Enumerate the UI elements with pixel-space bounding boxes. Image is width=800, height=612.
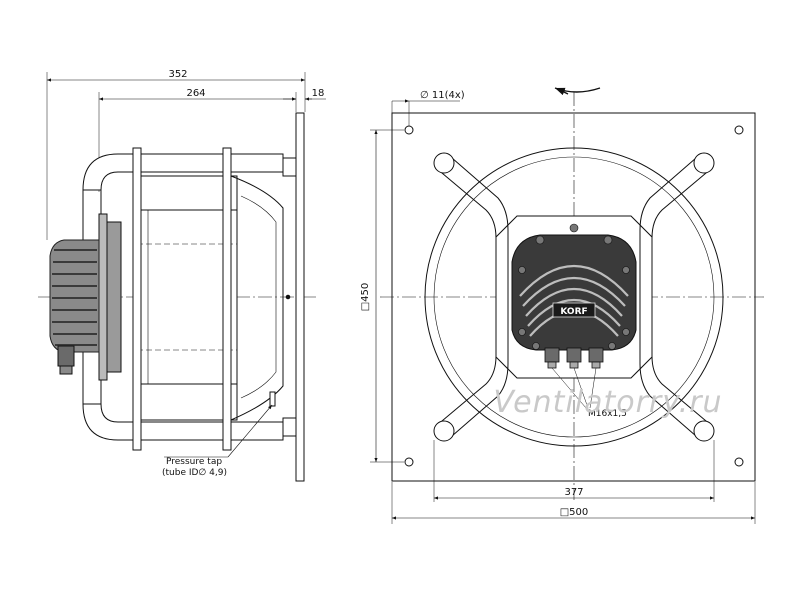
inlet-ring-inner <box>433 156 715 438</box>
front-view <box>370 87 764 524</box>
side-view-labels: 352 264 18 Pressure tap (tube ID∅ 4,9) <box>162 69 324 478</box>
pressure-tap-leader <box>227 404 273 458</box>
side-view <box>38 72 326 482</box>
mounting-plate-front <box>391 112 756 482</box>
cable-gland-spec-label: M16x1,5 <box>588 409 627 419</box>
mounting-plate-side <box>295 112 305 482</box>
support-struts <box>433 152 715 442</box>
pressure-tap-label: Pressure tap <box>166 457 222 467</box>
pressure-tap-nipple <box>269 391 276 407</box>
inlet-ring-outer <box>424 147 724 447</box>
motor-body-side <box>49 239 100 353</box>
dim-body-length: 264 <box>186 88 205 99</box>
pressure-tap-tube-label: (tube ID∅ 4,9) <box>162 468 227 478</box>
dim-plate-width: □500 <box>560 507 589 518</box>
dim-overall-length: 352 <box>168 69 187 80</box>
cable-gland-side <box>57 345 75 367</box>
mounting-hole-tl <box>404 125 414 135</box>
dim-plate-height: □450 <box>360 283 371 312</box>
motor-flange-side <box>98 213 108 381</box>
mounting-hole-br <box>734 457 744 467</box>
brand-label-plate <box>552 302 596 318</box>
cable-glands-front <box>544 347 604 369</box>
motor-housing-front <box>511 234 637 351</box>
brand-label: KORF <box>560 307 587 317</box>
watermark: Ventilatorry.ru <box>493 385 722 420</box>
mounting-hole-bl <box>404 457 414 467</box>
dim-flange-thickness: 18 <box>312 88 325 99</box>
dim-ring-width: 377 <box>564 487 583 498</box>
impeller-outline <box>136 175 238 421</box>
front-view-labels: ∅ 11(4x) □450 377 □500 M16x1,5 KORF Vent… <box>360 90 722 518</box>
mounting-hole-tr <box>734 125 744 135</box>
hole-spec-label: ∅ 11(4x) <box>420 90 465 101</box>
